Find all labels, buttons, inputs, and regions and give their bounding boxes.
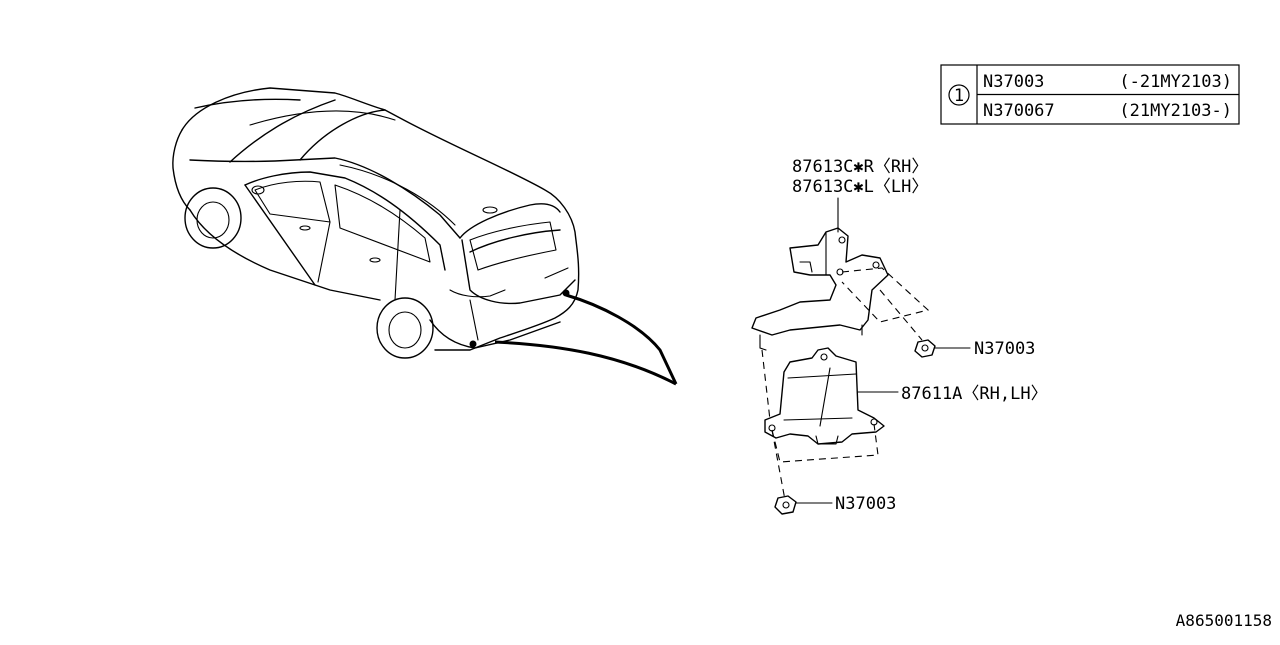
sensor-unit-part	[764, 347, 899, 445]
table-row-1-part: N37003	[983, 72, 1044, 92]
alignment-guide-lower	[761, 349, 879, 501]
reference-table: 1 N37003 (-21MY2103) N370067 (21MY2103-)	[940, 64, 1240, 125]
bracket-part	[751, 197, 889, 351]
callout-bracket-lh: 87613C✱L〈LH〉	[792, 177, 928, 197]
callout-nut-lower: N37003	[835, 494, 896, 514]
callout-bracket-rh: 87613C✱R〈RH〉	[792, 157, 928, 177]
ref-mark-number: 1	[954, 86, 964, 106]
alignment-guide-upper	[841, 267, 930, 341]
table-row-2-part: N370067	[983, 101, 1055, 121]
diagram-id: A865001158	[1176, 611, 1272, 630]
table-row-1-range: (-21MY2103)	[1119, 72, 1232, 92]
vehicle-illustration	[172, 87, 580, 359]
callout-sensor-unit: 87611A〈RH,LH〉	[901, 384, 1048, 404]
nut-upper	[914, 339, 971, 358]
ref-mark-circle	[948, 84, 970, 106]
callout-nut-upper: N37003	[974, 339, 1035, 359]
rear-sensor-point-lh	[469, 340, 477, 348]
table-row-2-range: (21MY2103-)	[1119, 101, 1232, 121]
nut-lower	[774, 495, 833, 515]
location-leader	[494, 293, 678, 386]
